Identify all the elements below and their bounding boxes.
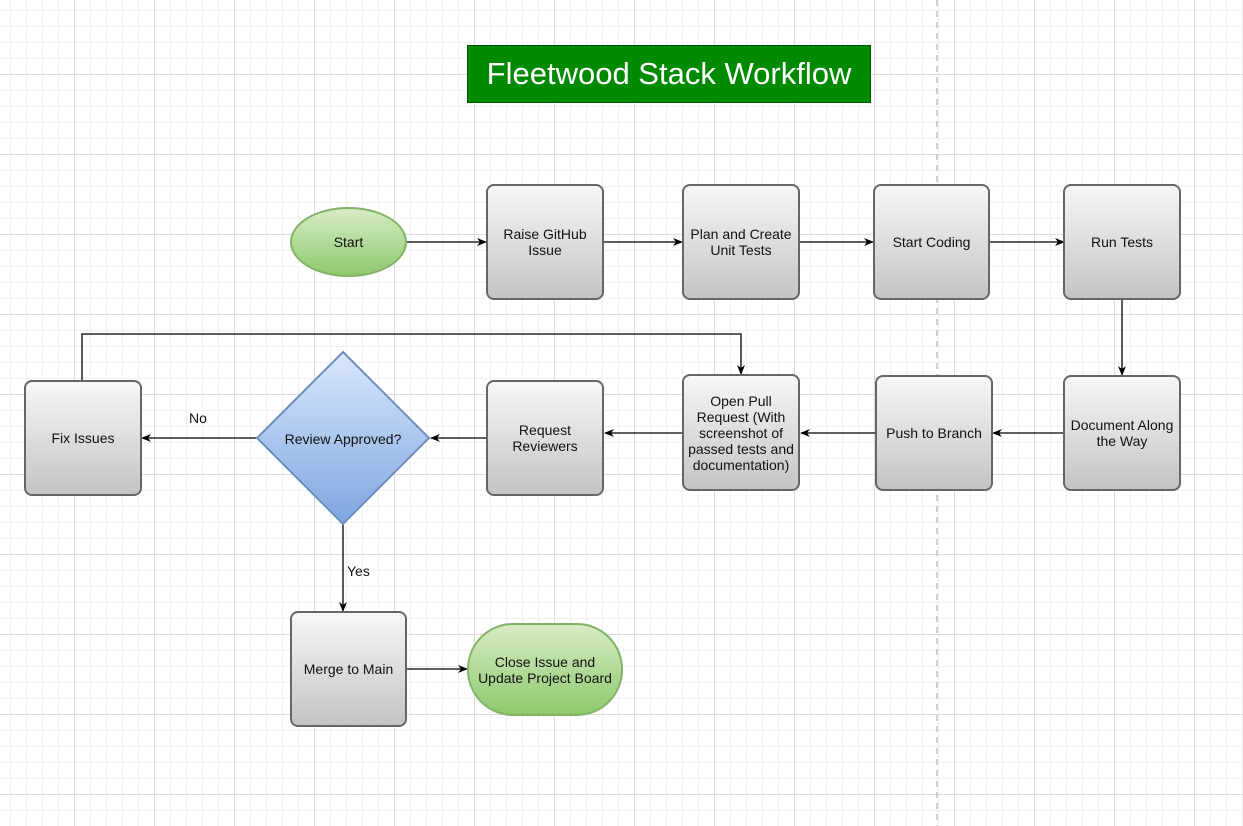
edge-fix-pr xyxy=(81,333,745,380)
close-issue-node: Close Issue and Update Project Board xyxy=(467,623,623,716)
document-node: Document Along the Way xyxy=(1063,375,1181,491)
edge-label-yes: Yes xyxy=(347,563,370,579)
fix-issues-node: Fix Issues xyxy=(24,380,142,496)
request-reviewers-node: Request Reviewers xyxy=(486,380,604,496)
edge-label-no: No xyxy=(189,410,207,426)
run-tests-node: Run Tests xyxy=(1063,184,1181,300)
start-node: Start xyxy=(290,207,407,277)
push-branch-node: Push to Branch xyxy=(875,375,993,491)
start-coding-node: Start Coding xyxy=(873,184,990,300)
raise-issue-node: Raise GitHub Issue xyxy=(486,184,604,300)
review-approved-label: Review Approved? xyxy=(284,431,402,447)
open-pr-node: Open Pull Request (With screenshot of pa… xyxy=(682,374,800,491)
merge-main-node: Merge to Main xyxy=(290,611,407,727)
decision-diamond xyxy=(255,350,431,526)
diagram-title: Fleetwood Stack Workflow xyxy=(467,45,871,103)
plan-tests-node: Plan and Create Unit Tests xyxy=(682,184,800,300)
